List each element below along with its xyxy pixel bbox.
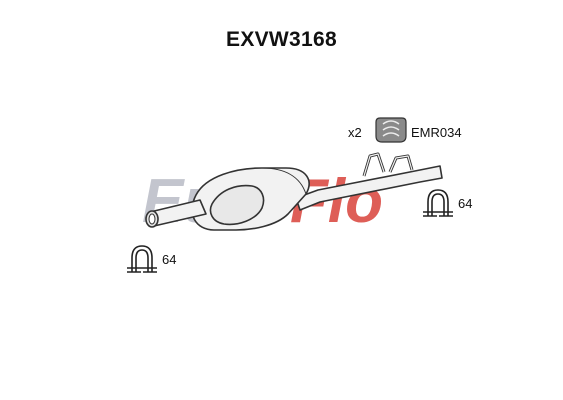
clamp-right-size: 64	[458, 196, 472, 211]
part-code-title: EXVW3168	[226, 28, 337, 51]
rubber-mount-icon	[375, 117, 407, 143]
silencer-part	[145, 152, 443, 231]
mount-part-number: EMR034	[411, 125, 462, 140]
clamp-icon-left	[127, 245, 157, 273]
mount-quantity: x2	[348, 125, 362, 140]
clamp-icon-right	[423, 189, 453, 217]
clamp-left-size: 64	[162, 252, 176, 267]
